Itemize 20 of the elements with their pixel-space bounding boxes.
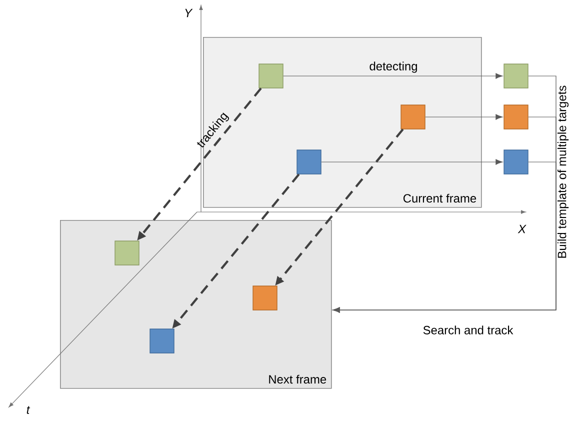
frame-box: Next frame: [60, 220, 332, 389]
target-square: [252, 286, 278, 310]
axis-label: Y: [185, 8, 193, 18]
side-label: Search and track: [423, 326, 514, 334]
axis-label: t: [26, 406, 30, 414]
target-square: [400, 104, 426, 130]
arrow: [332, 162, 556, 313]
axis-label: X: [518, 224, 526, 234]
target-square: [150, 328, 174, 354]
target-square: [258, 64, 284, 88]
target-square: [296, 150, 322, 174]
arrow: [425, 114, 503, 120]
side-label: Build template of multiple targets: [557, 86, 569, 258]
arrow: [283, 73, 503, 79]
target-square: [504, 64, 528, 88]
edge-label: detecting: [370, 62, 417, 73]
target-square: [504, 104, 528, 130]
target-square: [114, 240, 140, 266]
arrow: [321, 159, 503, 165]
target-square: [504, 150, 528, 174]
